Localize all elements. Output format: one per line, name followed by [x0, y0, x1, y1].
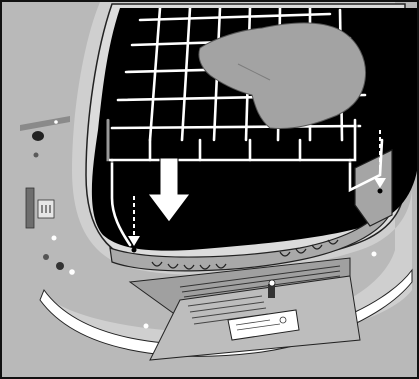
dashed-arrow-icon: [374, 130, 386, 194]
filter-handle: [268, 284, 275, 298]
hinge-plate: [25, 187, 35, 229]
dashed-arrow-icon: [128, 196, 140, 253]
panel-dot: [143, 323, 149, 329]
rating-label-mark: [279, 316, 287, 324]
hand-placing-rack: [198, 22, 367, 129]
hand-crease: [237, 63, 271, 81]
rack-support-bracket: [354, 149, 393, 227]
panel-dot: [43, 254, 49, 260]
panel-dot: [69, 269, 75, 275]
panel-dot: [56, 262, 64, 270]
door-latch-slot: [20, 116, 70, 131]
panel-dot: [51, 235, 57, 241]
filter-vent-lines: [179, 265, 341, 298]
down-arrow-icon: [147, 157, 191, 223]
panel-dot: [371, 251, 377, 257]
filter-handle-knob: [268, 279, 276, 287]
panel-dot: [54, 120, 58, 124]
rack-outline: [107, 118, 358, 163]
hinge-label-marks: [41, 205, 51, 213]
panel-dot: [33, 152, 39, 158]
rating-label-lines: [235, 319, 281, 331]
panel-hole: [32, 131, 44, 141]
gasket-ribs: [151, 239, 339, 270]
